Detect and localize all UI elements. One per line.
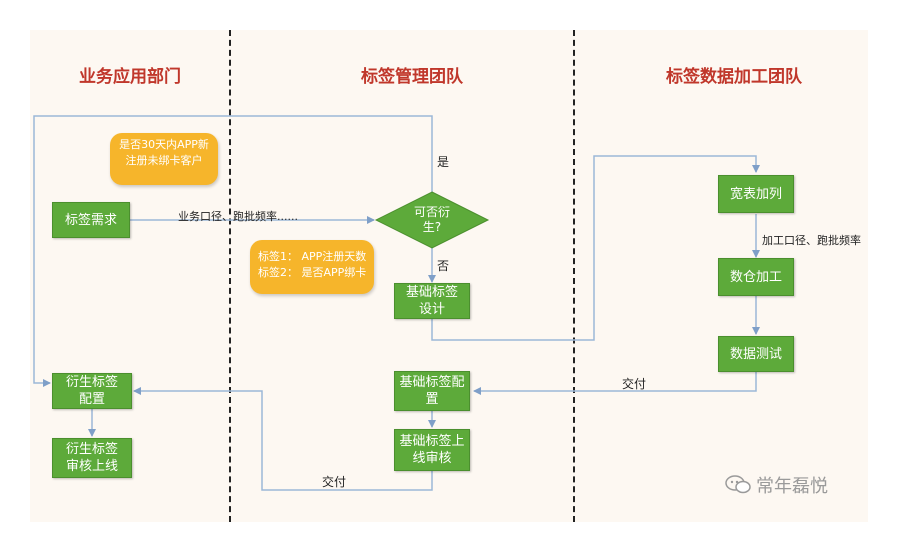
base-tag-release-box[interactable]: 基础标签上 线审核 bbox=[394, 429, 470, 471]
edge-test-to-base-config bbox=[473, 372, 757, 395]
question-callout-line-1: 是否30天内APP新 bbox=[119, 138, 209, 151]
edge-label-yes: 是 bbox=[437, 155, 450, 169]
tag-request-box[interactable]: 标签需求 bbox=[52, 202, 130, 238]
lane-divider-2 bbox=[573, 30, 575, 522]
data-test-box[interactable]: 数据测试 bbox=[718, 336, 794, 372]
edge-design-to-wide-table bbox=[431, 155, 760, 341]
question-callout-line-2: 注册未绑卡客户 bbox=[125, 154, 203, 167]
derived-tag-config-box[interactable]: 衍生标签 配置 bbox=[52, 373, 132, 409]
decision-diamond bbox=[374, 191, 490, 249]
edge-label-no: 否 bbox=[437, 259, 450, 273]
question-callout: 是否30天内APP新 注册未绑卡客户 bbox=[110, 133, 218, 185]
lane-title-tag-data: 标签数据加工团队 bbox=[666, 67, 802, 87]
watermark-text: 常年磊悦 bbox=[756, 476, 828, 497]
base-tag-config-box[interactable]: 基础标签配 置 bbox=[394, 371, 470, 411]
tags-callout-line-1: 标签1： APP注册天数 bbox=[258, 250, 367, 263]
edge-label-deliver-bottom: 交付 bbox=[322, 475, 347, 489]
lane-divider-1 bbox=[229, 30, 231, 522]
wide-table-box[interactable]: 宽表加列 bbox=[718, 175, 794, 213]
tags-callout-line-2: 标签2： 是否APP绑卡 bbox=[258, 266, 367, 279]
lane-title-tag-management: 标签管理团队 bbox=[361, 67, 463, 87]
tags-callout: 标签1： APP注册天数 标签2： 是否APP绑卡 bbox=[250, 240, 374, 294]
edge-label-processing: 加工口径、跑批频率 bbox=[762, 234, 861, 247]
derived-tag-review-box[interactable]: 衍生标签 审核上线 bbox=[52, 438, 132, 478]
warehouse-box[interactable]: 数仓加工 bbox=[718, 258, 794, 296]
edge-label-deliver-right: 交付 bbox=[622, 377, 647, 391]
edge-label-request: 业务口径、跑批频率...... bbox=[178, 210, 298, 223]
lane-title-business: 业务应用部门 bbox=[79, 67, 181, 87]
base-tag-design-box[interactable]: 基础标签 设计 bbox=[394, 283, 470, 319]
edge-release-to-derived bbox=[133, 387, 433, 491]
wechat-icon bbox=[725, 475, 751, 494]
edge-yes-loop bbox=[33, 115, 433, 387]
